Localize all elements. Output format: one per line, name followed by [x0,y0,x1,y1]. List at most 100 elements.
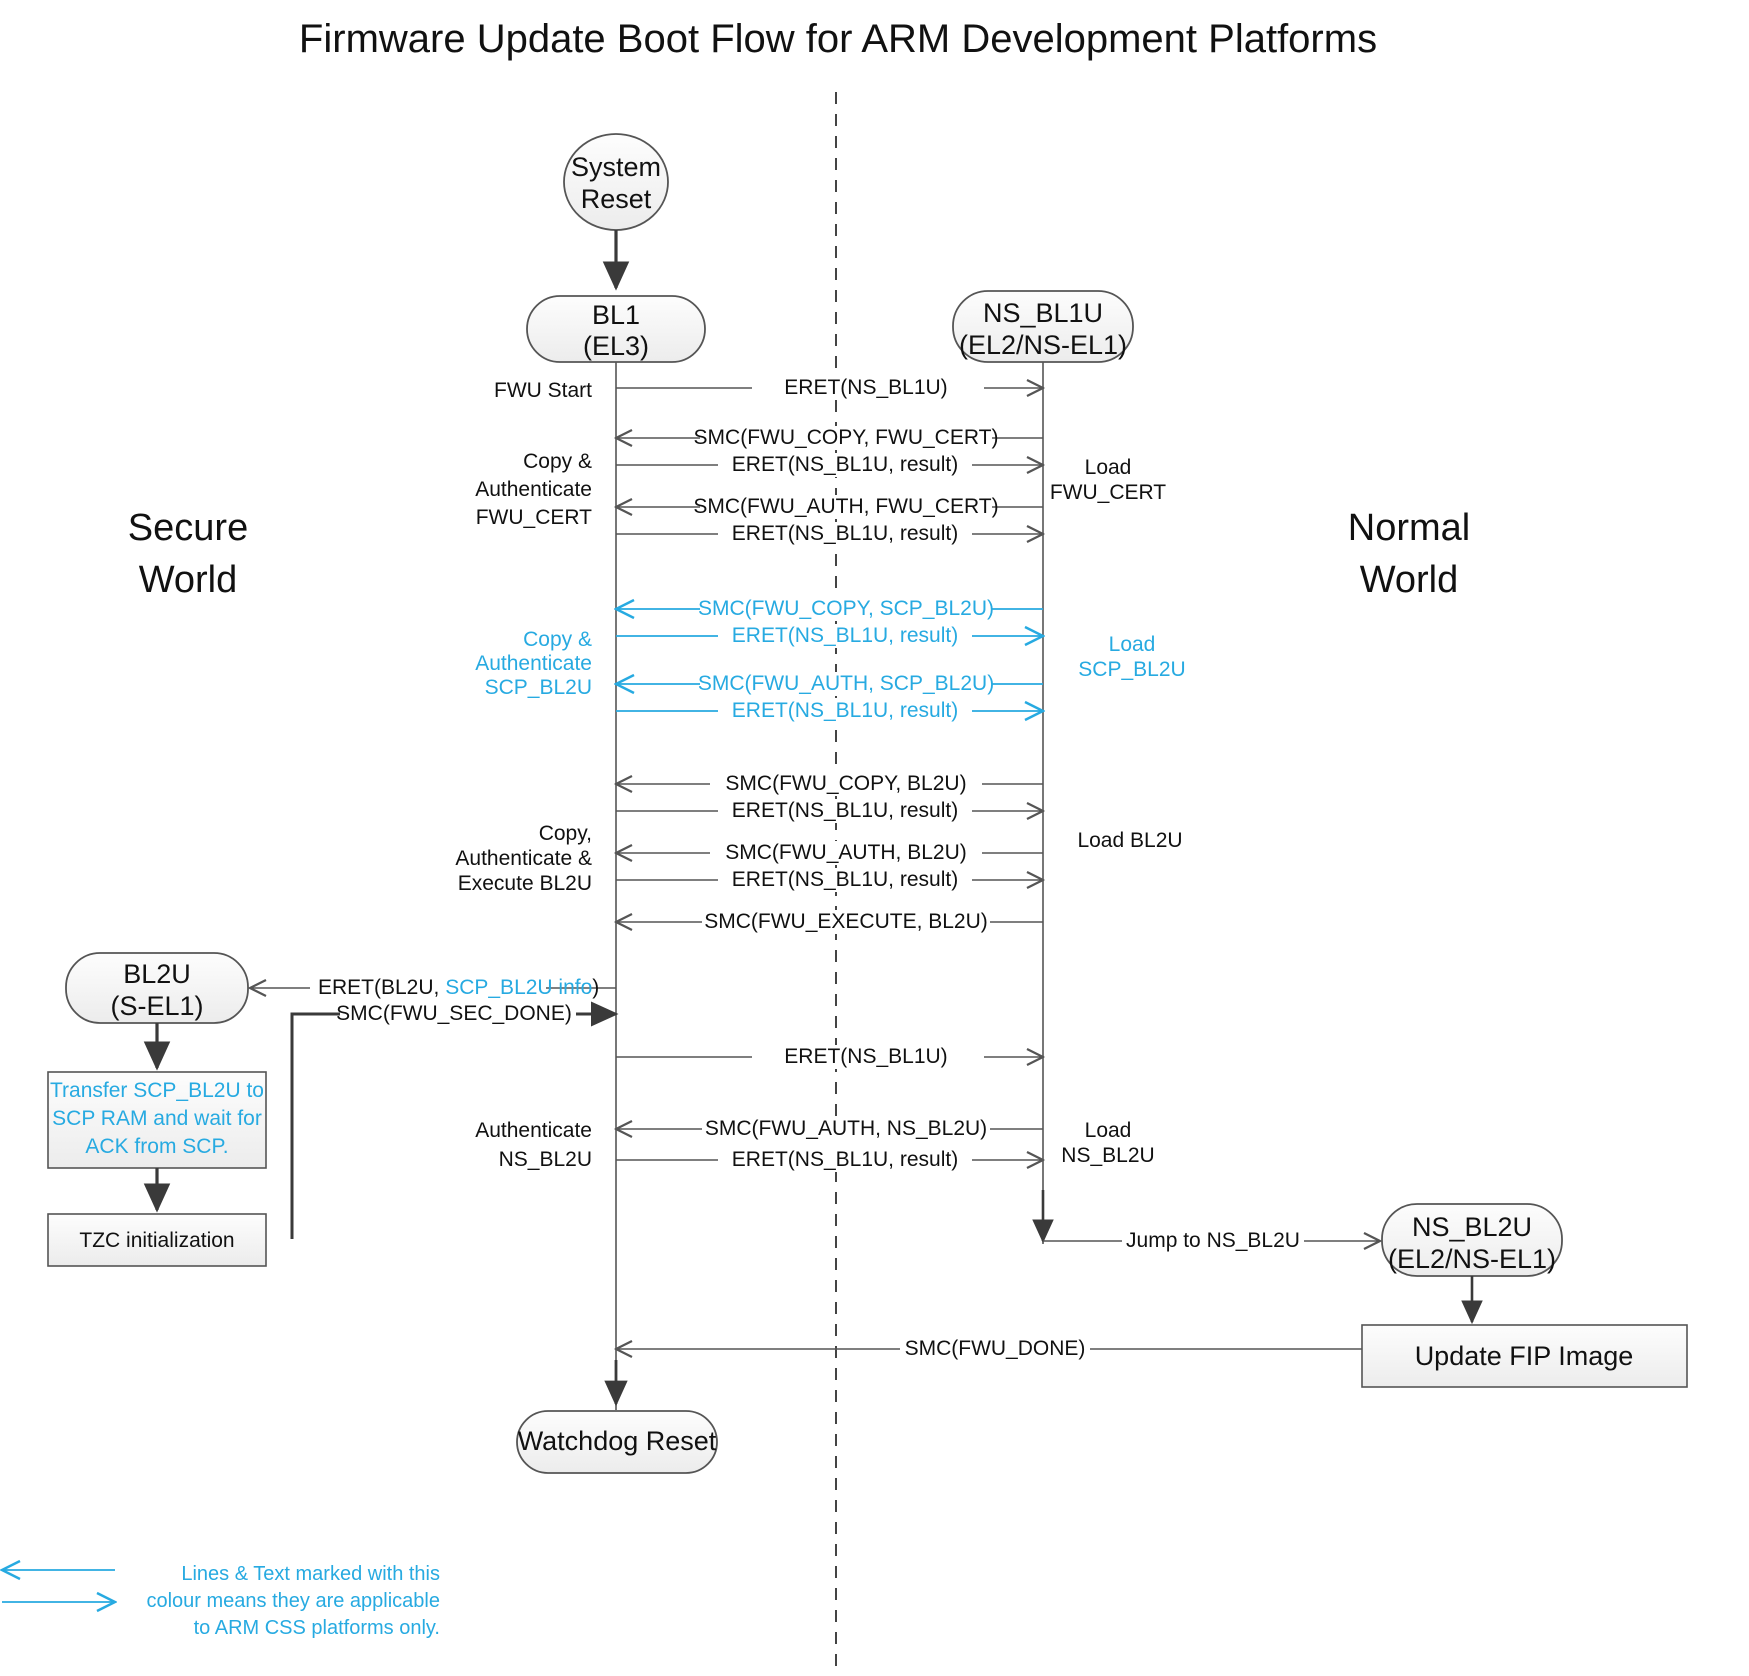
message-m5: ERET(NS_BL1U, result) [616,522,1043,546]
svg-text:Load: Load [1085,456,1132,479]
svg-text:SMC(FWU_COPY, BL2U): SMC(FWU_COPY, BL2U) [725,772,966,795]
message-m13: ERET(NS_BL1U, result) [616,868,1043,892]
svg-text:ERET(NS_BL1U): ERET(NS_BL1U) [784,1045,947,1068]
svg-text:Lines & Text marked with this: Lines & Text marked with this [181,1563,440,1585]
svg-text:Jump to NS_BL2U: Jump to NS_BL2U [1126,1229,1300,1252]
message-m9: ERET(NS_BL1U, result) [616,699,1043,723]
eret-bl2u-cyan: SCP_BL2U info [445,976,592,999]
svg-text:ERET(NS_BL1U, result): ERET(NS_BL1U, result) [732,624,958,647]
svg-text:SMC(FWU_COPY, SCP_BL2U): SMC(FWU_COPY, SCP_BL2U) [698,597,994,620]
message-smc-fwu-sec-done: SMC(FWU_SEC_DONE) [290,1001,619,1239]
message-m16: SMC(FWU_AUTH, NS_BL2U) [616,1117,1043,1141]
box-tzc-initialization[interactable]: TZC initialization [47,1213,267,1267]
svg-text:ERET(NS_BL1U): ERET(NS_BL1U) [784,376,947,399]
annotation-copy-auth-exec-bl2u: Copy, Authenticate & Execute BL2U [455,822,592,895]
svg-text:Watchdog Reset: Watchdog Reset [518,1426,717,1456]
node-system-reset[interactable]: System Reset [563,133,669,231]
svg-text:(EL3): (EL3) [583,331,649,361]
message-m6: SMC(FWU_COPY, SCP_BL2U) [616,597,1043,621]
svg-text:SMC(FWU_COPY, FWU_CERT): SMC(FWU_COPY, FWU_CERT) [694,426,999,449]
svg-text:ERET(NS_BL1U, result): ERET(NS_BL1U, result) [732,868,958,891]
svg-text:ERET(NS_BL1U, result): ERET(NS_BL1U, result) [732,799,958,822]
svg-text:System: System [571,152,661,182]
annotation-load-fwu-cert: Load FWU_CERT [1050,456,1166,504]
svg-text:BL1: BL1 [592,300,640,330]
svg-text:SMC(FWU_EXECUTE, BL2U): SMC(FWU_EXECUTE, BL2U) [704,910,988,933]
svg-text:NS_BL2U: NS_BL2U [499,1148,592,1171]
svg-text:Execute BL2U: Execute BL2U [458,872,592,895]
svg-text:ACK from SCP.: ACK from SCP. [85,1135,228,1158]
svg-text:FWU_CERT: FWU_CERT [476,506,592,529]
svg-text:Load BL2U: Load BL2U [1077,829,1182,852]
svg-text:Copy &: Copy & [523,628,592,651]
svg-text:Load: Load [1085,1119,1132,1142]
message-m15: ERET(NS_BL1U) [616,1045,1043,1069]
svg-text:ERET(NS_BL1U, result): ERET(NS_BL1U, result) [732,453,958,476]
svg-text:SCP_BL2U: SCP_BL2U [1078,658,1185,681]
box-transfer-scp-bl2u[interactable]: Transfer SCP_BL2U to SCP RAM and wait fo… [47,1071,267,1169]
message-m2: SMC(FWU_COPY, FWU_CERT) [616,426,1043,450]
svg-text:SMC(FWU_AUTH, NS_BL2U): SMC(FWU_AUTH, NS_BL2U) [705,1117,987,1140]
message-jump-to-ns-bl2u: Jump to NS_BL2U [1043,1229,1380,1253]
node-bl2u[interactable]: BL2U (S-EL1) [65,952,249,1024]
annotation-load-scp-bl2u: Load SCP_BL2U [1078,633,1185,681]
svg-text:ERET(NS_BL1U, result): ERET(NS_BL1U, result) [732,1148,958,1171]
svg-text:Transfer SCP_BL2U to: Transfer SCP_BL2U to [50,1079,264,1102]
svg-text:SMC(FWU_AUTH, FWU_CERT): SMC(FWU_AUTH, FWU_CERT) [693,495,998,518]
svg-text:SCP RAM and wait for: SCP RAM and wait for [52,1107,262,1130]
svg-text:World: World [1360,559,1459,601]
svg-text:ERET(NS_BL1U, result): ERET(NS_BL1U, result) [732,522,958,545]
message-m10: SMC(FWU_COPY, BL2U) [616,772,1043,796]
annotation-copy-auth-scp-bl2u: Copy & Authenticate SCP_BL2U [475,628,592,699]
svg-text:FWU_CERT: FWU_CERT [1050,481,1166,504]
message-smc-fwu-done: SMC(FWU_DONE) [616,1337,1362,1361]
svg-text:(EL2/NS-EL1): (EL2/NS-EL1) [959,330,1127,360]
eret-bl2u-prefix: ERET(BL2U, [318,976,445,999]
secure-world-label: Secure World [128,507,248,601]
box-update-fip-image[interactable]: Update FIP Image [1361,1324,1688,1388]
svg-text:to ARM CSS platforms only.: to ARM CSS platforms only. [194,1617,440,1639]
legend-text: Lines & Text marked with this colour mea… [146,1563,440,1639]
node-ns-bl2u[interactable]: NS_BL2U (EL2/NS-EL1) [1381,1203,1563,1277]
svg-text:Load: Load [1109,633,1156,656]
node-ns-bl1u[interactable]: NS_BL1U (EL2/NS-EL1) [952,290,1134,363]
annotation-authenticate-ns-bl2u: Authenticate NS_BL2U [475,1119,592,1171]
annotation-load-bl2u: Load BL2U [1077,829,1182,852]
svg-text:Update FIP Image: Update FIP Image [1415,1341,1634,1371]
svg-text:SMC(FWU_AUTH, SCP_BL2U): SMC(FWU_AUTH, SCP_BL2U) [698,672,994,695]
annotation-load-ns-bl2u: Load NS_BL2U [1061,1119,1154,1167]
svg-text:FWU Start: FWU Start [494,379,592,402]
normal-world-label: Normal World [1348,507,1470,601]
svg-text:ERET(NS_BL1U, result): ERET(NS_BL1U, result) [732,699,958,722]
message-m4: SMC(FWU_AUTH, FWU_CERT) [616,495,1043,519]
svg-text:Authenticate: Authenticate [475,478,592,501]
smc-fwu-sec-done-label: SMC(FWU_SEC_DONE) [336,1002,572,1025]
svg-text:BL2U: BL2U [123,959,191,989]
svg-text:TZC initialization: TZC initialization [79,1229,234,1252]
svg-text:(EL2/NS-EL1): (EL2/NS-EL1) [1388,1244,1556,1274]
svg-text:ERET(BL2U, SCP_BL2U info): ERET(BL2U, SCP_BL2U info) [318,976,599,999]
svg-text:Normal: Normal [1348,507,1470,549]
svg-text:NS_BL1U: NS_BL1U [983,298,1103,328]
message-m14: SMC(FWU_EXECUTE, BL2U) [616,910,1043,934]
message-m7: ERET(NS_BL1U, result) [616,624,1043,648]
page-title: Firmware Update Boot Flow for ARM Develo… [299,17,1377,61]
annotation-copy-auth-fwu-cert: Copy & Authenticate FWU_CERT [475,450,592,529]
svg-text:NS_BL2U: NS_BL2U [1412,1212,1532,1242]
svg-text:Authenticate: Authenticate [475,1119,592,1142]
svg-text:Reset: Reset [581,184,652,214]
node-watchdog-reset[interactable]: Watchdog Reset [516,1410,718,1474]
legend-arrows [2,1570,115,1602]
svg-text:World: World [139,559,238,601]
svg-text:NS_BL2U: NS_BL2U [1061,1144,1154,1167]
eret-bl2u-suffix: ) [592,976,599,999]
svg-text:Copy &: Copy & [523,450,592,473]
svg-text:Secure: Secure [128,507,248,549]
node-bl1[interactable]: BL1 (EL3) [526,295,706,363]
svg-text:SCP_BL2U: SCP_BL2U [485,676,592,699]
annotation-fwu-start: FWU Start [494,379,592,402]
svg-text:Copy,: Copy, [539,822,592,845]
message-eret-bl2u: ERET(BL2U, SCP_BL2U info) [250,976,616,1000]
svg-text:Authenticate &: Authenticate & [455,847,592,870]
